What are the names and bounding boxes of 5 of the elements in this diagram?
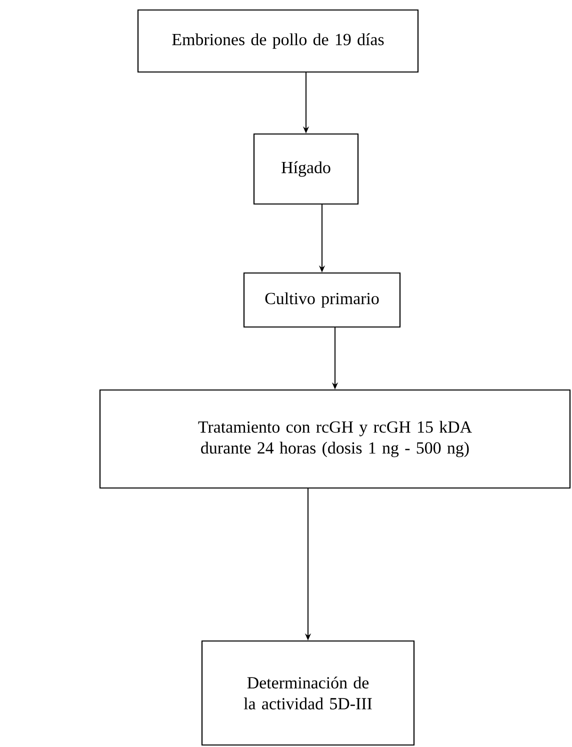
process-box: Embriones de pollo de 19 días	[137, 9, 419, 73]
process-box: Cultivo primario	[243, 272, 401, 328]
process-box: Hígado	[253, 133, 359, 205]
process-box: Tratamiento con rcGH y rcGH 15 kDA durante 24 horas (dosis 1 ng - 500 ng)	[99, 389, 571, 489]
process-box: Determinación de la actividad 5D-III	[201, 640, 415, 746]
